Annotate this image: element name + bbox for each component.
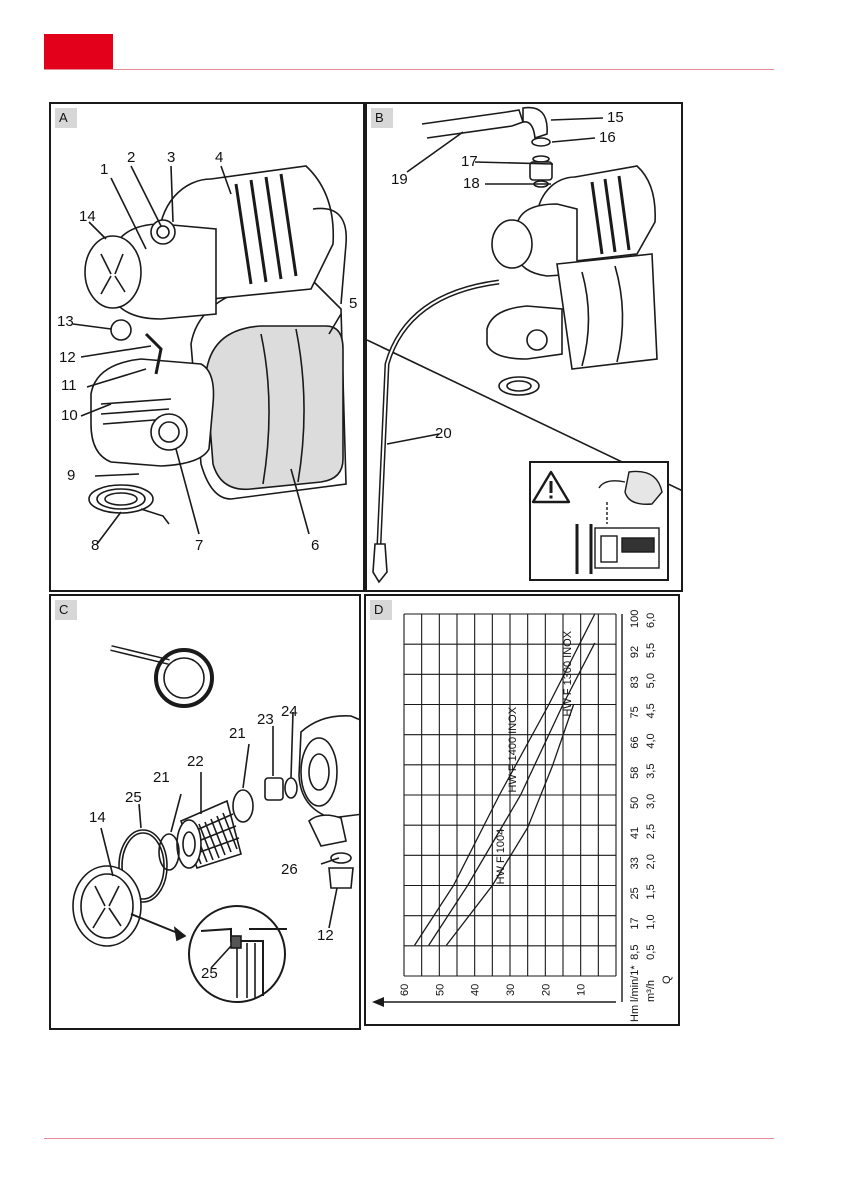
callout-20: 20 — [435, 425, 452, 442]
callout-11: 11 — [61, 377, 77, 394]
flow-tick-lmin: 58 — [629, 767, 641, 779]
flow-tick-lmin: 8,5 — [629, 945, 641, 960]
head-tick-label: 40 — [470, 984, 482, 996]
header-rule — [44, 69, 774, 70]
flow-tick-m3h: 0,5 — [645, 945, 657, 960]
head-tick-label: 10 — [576, 984, 588, 996]
series-label-3: HW F 1004 — [495, 829, 507, 885]
flow-tick-m3h: 2,0 — [645, 854, 657, 869]
figure-b-installation: B — [365, 102, 683, 592]
callout-17: 17 — [461, 153, 478, 170]
callout-10: 10 — [61, 407, 78, 424]
callout-9: 9 — [67, 467, 75, 484]
flow-tick-m3h: 4,0 — [645, 733, 657, 748]
flow-unit-m3h: m³/h — [645, 980, 657, 1002]
callout-19: 19 — [391, 171, 408, 188]
callout-16: 16 — [599, 129, 616, 146]
flow-unit-lmin: l/min/1* — [629, 965, 641, 1002]
head-tick-label: 50 — [434, 984, 446, 996]
head-axis-label: Hm — [629, 1005, 641, 1022]
series-label-1: HW F 1400 INOX — [507, 706, 519, 792]
callout-25-c: 25 — [125, 789, 142, 806]
flow-tick-lmin: 100 — [629, 610, 641, 628]
callout-14-c: 14 — [89, 809, 106, 826]
callout-12-c: 12 — [317, 927, 334, 944]
flow-tick-lmin: 75 — [629, 706, 641, 718]
flow-tick-lmin: 83 — [629, 676, 641, 688]
head-tick-label: 60 — [399, 984, 411, 996]
head-tick-label: 20 — [540, 984, 552, 996]
flow-tick-m3h: 1,5 — [645, 884, 657, 899]
footer-rule — [44, 1138, 774, 1139]
callout-12: 12 — [59, 349, 76, 366]
series-label-2: HW F 1300 INOX — [562, 630, 574, 716]
callout-22-c: 22 — [187, 753, 204, 770]
callout-24-c: 24 — [281, 703, 298, 720]
flow-tick-m3h: 1,0 — [645, 914, 657, 929]
callout-2: 2 — [127, 149, 135, 166]
callout-7: 7 — [195, 537, 203, 554]
flow-axis-label: Q — [661, 975, 673, 984]
head-tick-label: 30 — [505, 984, 517, 996]
callout-25-detail: 25 — [201, 965, 218, 982]
callout-1: 1 — [100, 161, 108, 178]
installation-drawing: 15 16 17 18 19 20 — [367, 104, 683, 592]
flow-tick-m3h: 2,5 — [645, 824, 657, 839]
flow-tick-m3h: 5,5 — [645, 643, 657, 658]
flow-tick-m3h: 5,0 — [645, 673, 657, 688]
pump-overview-drawing: 1 2 3 4 5 6 7 8 9 10 11 12 13 14 — [51, 104, 365, 592]
callout-6: 6 — [311, 537, 319, 554]
flow-tick-lmin: 33 — [629, 857, 641, 869]
flow-tick-m3h: 6,0 — [645, 613, 657, 628]
callout-14: 14 — [79, 208, 96, 225]
page-marker-tab — [44, 34, 113, 70]
callout-3: 3 — [167, 149, 175, 166]
callout-18: 18 — [463, 175, 480, 192]
flow-tick-m3h: 4,5 — [645, 703, 657, 718]
flow-tick-lmin: 50 — [629, 797, 641, 809]
flow-tick-m3h: 3,0 — [645, 794, 657, 809]
callout-15: 15 — [607, 109, 624, 126]
head-axis-arrow — [372, 997, 384, 1007]
figure-a-pump-overview: A — [49, 102, 365, 592]
callout-4: 4 — [215, 149, 223, 166]
performance-curve-chart: 60 50 40 30 20 10 8,5 17 25 33 41 50 58 66 75 83 92 100 0,… — [366, 596, 680, 1026]
filter-exploded-drawing: 14 25 21 22 21 23 24 26 12 25 — [51, 596, 361, 1030]
callout-21-c-right: 21 — [229, 725, 246, 742]
callout-5: 5 — [349, 295, 357, 312]
flow-tick-lmin: 41 — [629, 827, 641, 839]
flow-tick-lmin: 17 — [629, 917, 641, 929]
flow-tick-lmin: 66 — [629, 736, 641, 748]
flow-tick-lmin: 25 — [629, 887, 641, 899]
flow-tick-m3h: 3,5 — [645, 764, 657, 779]
callout-26-c: 26 — [281, 861, 298, 878]
callout-8: 8 — [91, 537, 99, 554]
callout-21-c: 21 — [153, 769, 170, 786]
flow-tick-lmin: 92 — [629, 646, 641, 658]
figure-c-filter-exploded: C — [49, 594, 361, 1030]
pressure-tank — [206, 326, 343, 489]
priming-warning-inset — [530, 462, 668, 580]
callout-13: 13 — [57, 313, 74, 330]
callout-23-c: 23 — [257, 711, 274, 728]
